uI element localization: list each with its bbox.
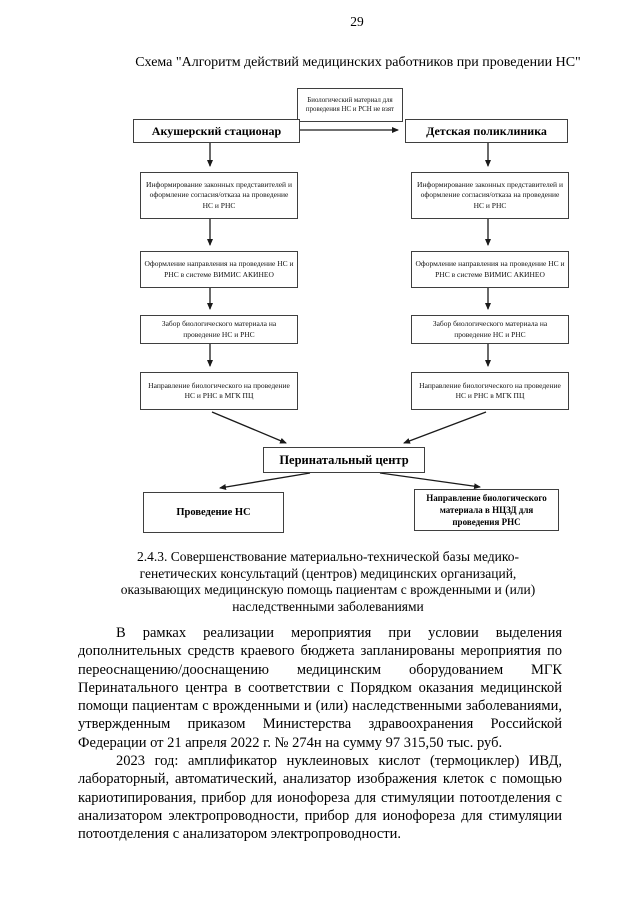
page-number: 29 [350,14,364,29]
left-step-sampling: Забор биологического материала на провед… [140,315,298,344]
start-note-box: Биологический материал для проведения НС… [297,88,403,122]
paragraph-equipment-2023: 2023 год: амплификатор нуклеиновых кисло… [78,753,562,843]
outcome-rns-box: Направление биологического материала в Н… [414,489,559,531]
children-polyclinic-node: Детская поликлиника [405,119,568,143]
left-step-informing: Информирование законных представителей и… [140,172,298,219]
right-step-sampling: Забор биологического материала на провед… [411,315,569,344]
document-title: Схема "Алгоритм действий медицинских раб… [135,55,581,70]
perinatal-center-node: Перинатальный центр [263,447,425,473]
right-step-informing: Информирование законных представителей и… [411,172,569,219]
left-step-referral-vimis: Оформление направления на проведение НС … [140,251,298,288]
outcome-ns-box: Проведение НС [143,492,284,533]
body-text: В рамках реализации мероприятия при усло… [78,624,562,844]
section-heading: 2.4.3. Совершенствование материально-тех… [120,549,536,614]
right-step-referral-vimis: Оформление направления на проведение НС … [411,251,569,288]
paragraph-funding: В рамках реализации мероприятия при усло… [78,625,562,751]
left-step-send-to-mgk: Направление биологического на проведение… [140,372,298,410]
right-step-send-to-mgk: Направление биологического на проведение… [411,372,569,410]
maternity-hospital-node: Акушерский стационар [133,119,300,143]
